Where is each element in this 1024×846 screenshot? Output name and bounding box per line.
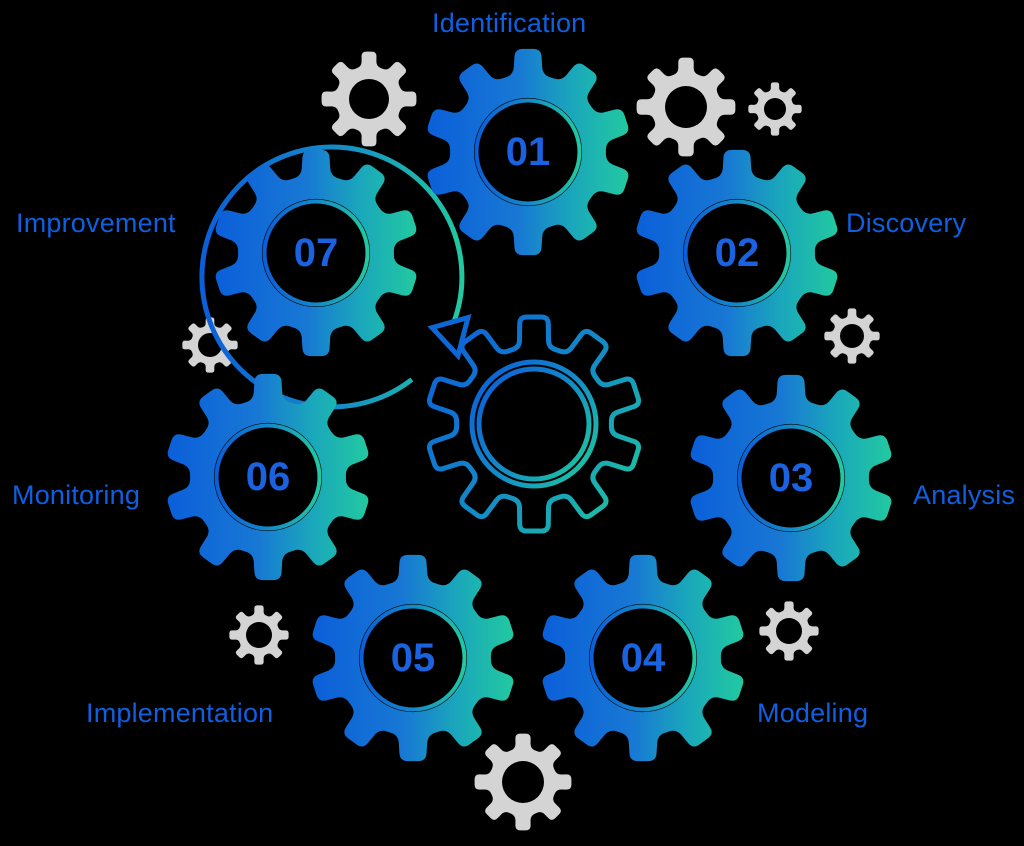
decor-gear-top-right-sm-hole xyxy=(764,98,786,120)
step-gear-05-ring xyxy=(359,604,467,712)
step-label-05: Implementation xyxy=(86,698,274,728)
decor-gear-top-right-big-hole xyxy=(665,86,707,128)
step-label-03: Analysis xyxy=(913,480,1016,510)
decor-gear-bottom-hole xyxy=(502,761,544,803)
center-gear-outline xyxy=(426,314,642,534)
decor-gear-right-hole xyxy=(840,324,864,348)
step-number-04: 04 xyxy=(621,636,666,680)
center-cycle-group xyxy=(199,144,642,534)
step-gear-01-ring-inner-fill xyxy=(482,106,574,198)
step-gear-02-ring xyxy=(683,199,791,307)
step-gear-03[interactable]: 03 xyxy=(690,374,892,582)
step-gear-03-ring-inner-fill xyxy=(745,432,837,524)
step-gear-04-ring-inner-fill xyxy=(597,612,689,704)
step-gear-05-ring-inner-fill xyxy=(367,612,459,704)
center-gear-inner-ring-outer xyxy=(469,359,599,489)
step-gear-07-ring-inner-fill xyxy=(270,207,362,299)
step-label-04: Modeling xyxy=(757,698,869,728)
step-number-06: 06 xyxy=(246,455,291,499)
step-gear-06-ring-inner-fill xyxy=(222,431,314,523)
step-gear-04[interactable]: 04 xyxy=(542,554,744,762)
decor-gear-top-left-hole xyxy=(349,79,389,119)
step-number-03: 03 xyxy=(769,456,814,500)
step-label-07: Improvement xyxy=(16,208,176,238)
step-number-05: 05 xyxy=(391,636,436,680)
decor-gear-right xyxy=(824,308,880,364)
step-gear-07-ring xyxy=(262,199,370,307)
step-label-02: Discovery xyxy=(846,208,967,238)
decor-gear-bottom-right-hole xyxy=(776,618,802,644)
cycle-arrow-head xyxy=(427,314,472,361)
step-gear-03-ring xyxy=(737,424,845,532)
step-number-01: 01 xyxy=(506,130,551,174)
step-gear-07[interactable]: 07 xyxy=(215,149,417,357)
step-gear-04-ring xyxy=(589,604,697,712)
step-gear-06-ring xyxy=(214,423,322,531)
step-number-07: 07 xyxy=(294,231,339,275)
step-label-06: Monitoring xyxy=(12,480,141,510)
decor-gear-bottom-right xyxy=(759,601,819,661)
center-gear-inner-ring-inner xyxy=(476,366,592,482)
decor-gear-top-right-sm xyxy=(748,82,802,136)
step-gear-05[interactable]: 05 xyxy=(312,554,514,762)
decor-gear-top-right-big xyxy=(636,57,736,157)
cycle-arrow-arc xyxy=(199,144,465,410)
step-number-02: 02 xyxy=(715,231,760,275)
step-gear-02[interactable]: 02 xyxy=(636,149,838,357)
decor-gear-bottom-left xyxy=(229,605,289,665)
step-gear-01[interactable]: 01 xyxy=(427,48,629,256)
decor-gear-top-left xyxy=(321,51,417,147)
step-gear-06[interactable]: 06 xyxy=(167,373,369,581)
numbered-gears-layer: 01 02 03 04 05 06 07 xyxy=(167,48,892,762)
step-gear-02-ring-inner-fill xyxy=(691,207,783,299)
step-gear-01-ring xyxy=(474,98,582,206)
decor-gear-bottom xyxy=(474,733,572,831)
decor-gear-bottom-left-hole xyxy=(246,622,272,648)
step-label-01: Identification xyxy=(432,8,587,38)
